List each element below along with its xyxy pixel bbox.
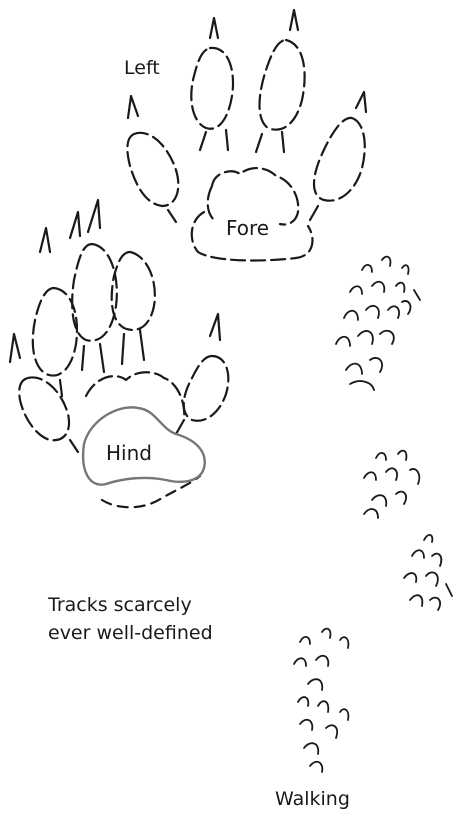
hind-link-3	[122, 334, 124, 364]
hind-claw-2	[70, 212, 80, 238]
hind-claw-1	[40, 228, 50, 252]
fore-claw-4	[356, 92, 366, 112]
fore-toe-link-5	[168, 210, 176, 222]
hind-link-1	[82, 346, 84, 370]
track-cluster-3	[404, 535, 452, 610]
fore-toe-link-1	[200, 132, 206, 150]
track-cluster-1	[336, 257, 420, 390]
walking-tracks	[294, 257, 452, 772]
hind-link-2	[100, 344, 104, 372]
hind-link-4	[140, 330, 144, 360]
hind-link-6	[176, 420, 184, 434]
hind-upper-pad	[86, 372, 184, 420]
hind-claw-5	[210, 314, 220, 340]
track-cluster-2	[364, 451, 419, 518]
fore-toe-link-2	[226, 130, 228, 150]
fore-claw-1	[210, 18, 218, 38]
fore-toe-4	[314, 118, 365, 201]
hind-claw-4	[10, 334, 20, 362]
track-cluster-4	[294, 629, 348, 772]
fore-toe-2	[260, 40, 305, 130]
hind-link-5	[60, 380, 62, 396]
left-label: Left	[124, 57, 160, 79]
hind-toe-3	[33, 288, 77, 376]
fore-toe-link-4	[282, 132, 284, 152]
hind-toe-5	[184, 356, 229, 421]
fore-claw-2	[290, 10, 298, 30]
fore-toe-3	[127, 133, 178, 206]
note-line-2: ever well-defined	[48, 622, 213, 644]
hind-claw-3	[88, 200, 100, 232]
fore-claw-3	[128, 96, 138, 118]
hind-link-7	[70, 440, 78, 452]
fore-label: Fore	[226, 216, 269, 240]
hind-toe-1	[72, 244, 117, 341]
hind-toe-2	[112, 252, 155, 330]
fore-toe-1	[191, 48, 233, 129]
hind-label: Hind	[106, 441, 152, 465]
note-line-1: Tracks scarcely	[48, 594, 192, 616]
fore-toe-link-3	[256, 134, 262, 152]
fore-toe-link-6	[310, 206, 318, 220]
walking-label: Walking	[275, 788, 350, 810]
